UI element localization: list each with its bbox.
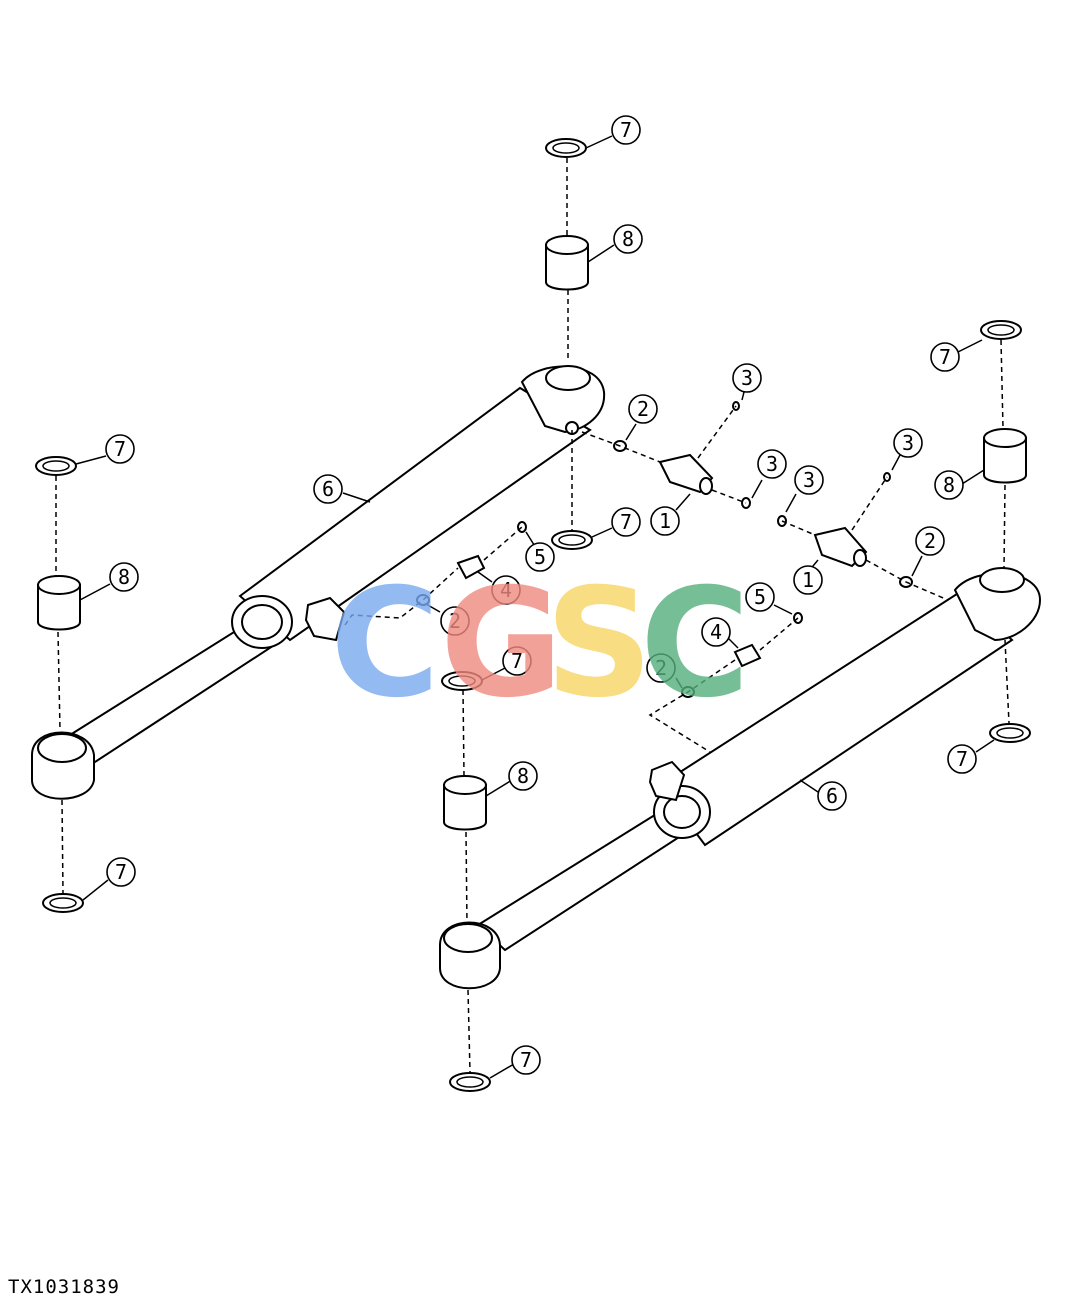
- svg-text:8: 8: [517, 764, 529, 788]
- watermark-letter-s: S: [545, 557, 653, 731]
- svg-text:4: 4: [710, 620, 722, 644]
- callout-3: 3: [893, 428, 923, 458]
- callout-8: 8: [109, 562, 139, 592]
- callout-7: 7: [947, 744, 977, 774]
- callout-7: 7: [611, 507, 641, 537]
- svg-text:4: 4: [500, 578, 512, 602]
- leader-lines: [75, 135, 995, 1079]
- svg-text:2: 2: [637, 397, 649, 421]
- svg-text:7: 7: [511, 649, 523, 673]
- svg-text:8: 8: [943, 473, 955, 497]
- hydraulic-cylinder-left: [31, 365, 606, 800]
- bushing-right-head: [983, 428, 1027, 484]
- svg-text:3: 3: [902, 431, 914, 455]
- hydraulic-cylinder-right: [439, 567, 1042, 990]
- callout-8: 8: [613, 224, 643, 254]
- callout-3: 3: [794, 465, 824, 495]
- svg-text:7: 7: [115, 860, 127, 884]
- bushing-top-left-head: [545, 235, 589, 291]
- svg-text:1: 1: [659, 509, 671, 533]
- svg-text:8: 8: [118, 565, 130, 589]
- callout-2: 2: [440, 606, 470, 636]
- svg-text:3: 3: [741, 366, 753, 390]
- svg-text:6: 6: [322, 477, 334, 501]
- callout-7: 7: [106, 857, 136, 887]
- callout-1: 1: [793, 565, 823, 595]
- callout-3: 3: [732, 363, 762, 393]
- watermark-logo: C G S C: [330, 557, 750, 731]
- callout-3: 3: [757, 449, 787, 479]
- callout-1: 1: [650, 506, 680, 536]
- callout-2: 2: [915, 526, 945, 556]
- seal-parts: [35, 138, 1031, 1092]
- elbow-fitting-right: [648, 760, 686, 802]
- connector-left: [456, 554, 486, 580]
- watermark-letter-c1: C: [330, 557, 440, 731]
- callout-5: 5: [525, 542, 555, 572]
- bushing-parts: [37, 235, 1027, 831]
- svg-text:7: 7: [114, 437, 126, 461]
- svg-text:7: 7: [956, 747, 968, 771]
- callout-6: 6: [817, 781, 847, 811]
- svg-text:1: 1: [802, 568, 814, 592]
- svg-text:3: 3: [766, 452, 778, 476]
- callout-7: 7: [511, 1045, 541, 1075]
- callout-7: 7: [502, 646, 532, 676]
- elbow-fitting-left: [304, 596, 346, 642]
- callout-6: 6: [313, 474, 343, 504]
- callout-7: 7: [611, 115, 641, 145]
- callout-8: 8: [934, 470, 964, 500]
- assembly-lines: [55, 158, 1010, 1073]
- callout-2: 2: [628, 394, 658, 424]
- watermark-letter-g: G: [440, 557, 563, 731]
- callout-5: 5: [745, 582, 775, 612]
- svg-text:3: 3: [803, 468, 815, 492]
- cylinder-rod-right: [476, 806, 692, 952]
- callout-labels: 7 8 7 8 7 6 7 2 3 3 1 5 4 2 7 8 7 7 3 8 …: [105, 115, 977, 1075]
- callout-8: 8: [508, 761, 538, 791]
- connector-right: [733, 643, 762, 668]
- bushing-left-rod: [37, 575, 81, 631]
- svg-text:7: 7: [620, 118, 632, 142]
- callout-7: 7: [930, 342, 960, 372]
- fitting-parts: [416, 401, 913, 698]
- svg-text:2: 2: [655, 656, 667, 680]
- bushing-right-rod: [443, 775, 487, 831]
- svg-text:8: 8: [622, 227, 634, 251]
- svg-text:6: 6: [826, 784, 838, 808]
- callout-7: 7: [105, 434, 135, 464]
- watermark-letter-c2: C: [640, 557, 750, 731]
- svg-text:7: 7: [620, 510, 632, 534]
- svg-text:2: 2: [924, 529, 936, 553]
- svg-text:5: 5: [754, 585, 766, 609]
- svg-text:7: 7: [520, 1048, 532, 1072]
- figure-id-label: TX1031839: [8, 1276, 120, 1298]
- svg-text:5: 5: [534, 545, 546, 569]
- svg-text:7: 7: [939, 345, 951, 369]
- callout-4: 4: [491, 575, 521, 605]
- svg-text:2: 2: [449, 609, 461, 633]
- callout-4: 4: [701, 617, 731, 647]
- callout-2: 2: [646, 653, 676, 683]
